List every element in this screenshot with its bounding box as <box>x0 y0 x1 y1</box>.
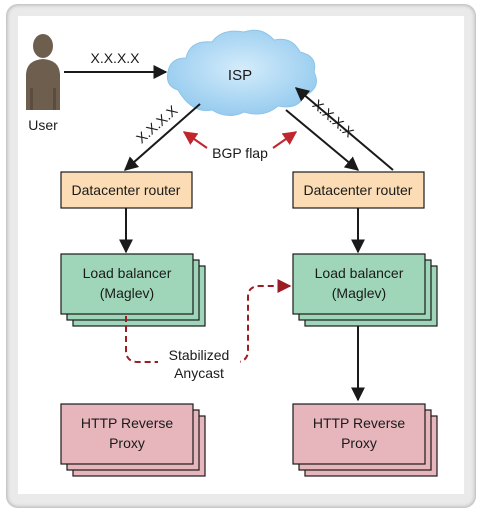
isp-to-right-router-arrow <box>285 109 360 171</box>
user-to-isp-label: X.X.X.X <box>90 50 140 66</box>
bgp-flap-left-arrow <box>182 131 208 149</box>
right-router-label: Datacenter router <box>304 182 413 198</box>
right-lb-label-line1: Load balancer <box>315 265 404 281</box>
anycast-label-backdrop <box>158 344 240 384</box>
right-lb-label-line2: (Maglev) <box>332 285 386 301</box>
left-load-balancer <box>60 253 206 327</box>
isp-cloud <box>167 29 317 116</box>
user-label: User <box>28 117 58 133</box>
right-load-balancer <box>292 253 438 327</box>
stabilized-anycast-path <box>125 279 292 363</box>
right-proxy-label-line2: Proxy <box>341 435 377 451</box>
left-proxy-label-line1: HTTP Reverse <box>81 415 174 431</box>
right-datacenter-router <box>292 171 425 209</box>
stabilized-label-line2: Anycast <box>174 365 224 381</box>
left-proxy-label-line2: Proxy <box>109 435 145 451</box>
left-http-reverse-proxy <box>60 403 206 477</box>
left-lb-label-line1: Load balancer <box>83 265 172 281</box>
right-router-to-isp-arrow <box>294 87 394 171</box>
isp-to-left-router-arrow <box>123 103 201 171</box>
bgp-flap-right-arrow <box>272 131 298 149</box>
right-proxy-label-line1: HTTP Reverse <box>313 415 406 431</box>
stabilized-label-line1: Stabilized <box>169 347 230 363</box>
left-lb-label-line2: (Maglev) <box>100 285 154 301</box>
left-router-label: Datacenter router <box>72 182 181 198</box>
right-http-reverse-proxy <box>292 403 438 477</box>
bgp-flap-label: BGP flap <box>212 145 268 161</box>
user-icon <box>26 34 60 110</box>
isp-label: ISP <box>228 67 252 84</box>
